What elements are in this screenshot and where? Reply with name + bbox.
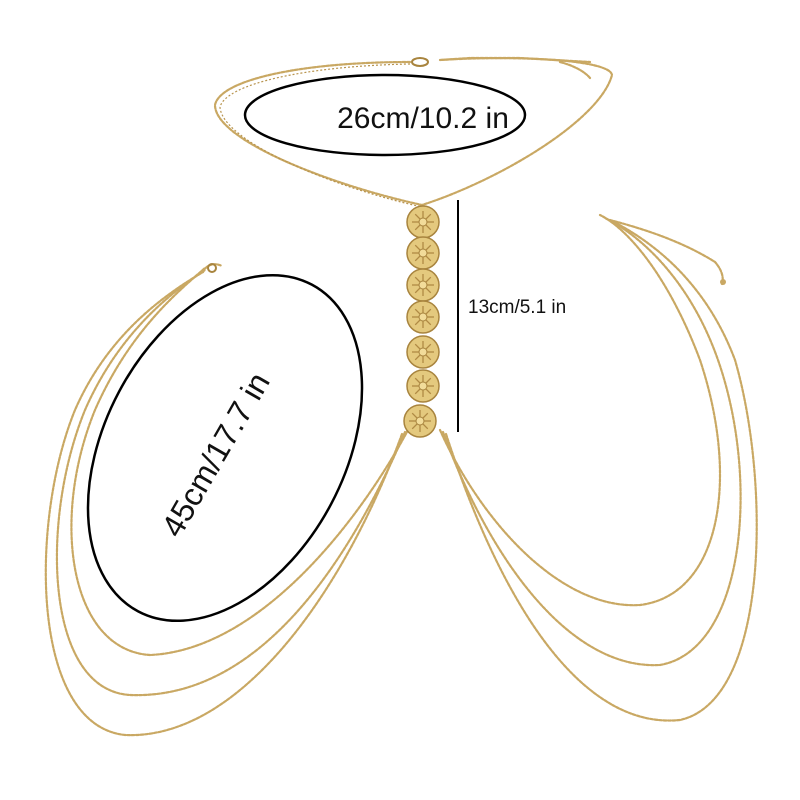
medallion — [406, 205, 440, 239]
medallion — [406, 335, 440, 369]
medallion — [406, 236, 440, 270]
body-length-outline — [86, 273, 364, 623]
right-body-chains — [438, 213, 758, 722]
medallion-column — [403, 205, 440, 438]
medallion — [406, 369, 440, 403]
medallion — [406, 268, 440, 302]
neck-chain — [213, 56, 614, 208]
drop-length-label: 13cm/5.1 in — [468, 297, 566, 318]
top-length-label: 26cm/10.2 in — [337, 102, 509, 135]
body-length-label: 45cm/17.7 in — [154, 366, 277, 543]
medallion — [403, 404, 437, 438]
top-length-outline — [243, 73, 527, 157]
left-body-chains — [44, 263, 410, 737]
medallion — [406, 300, 440, 334]
